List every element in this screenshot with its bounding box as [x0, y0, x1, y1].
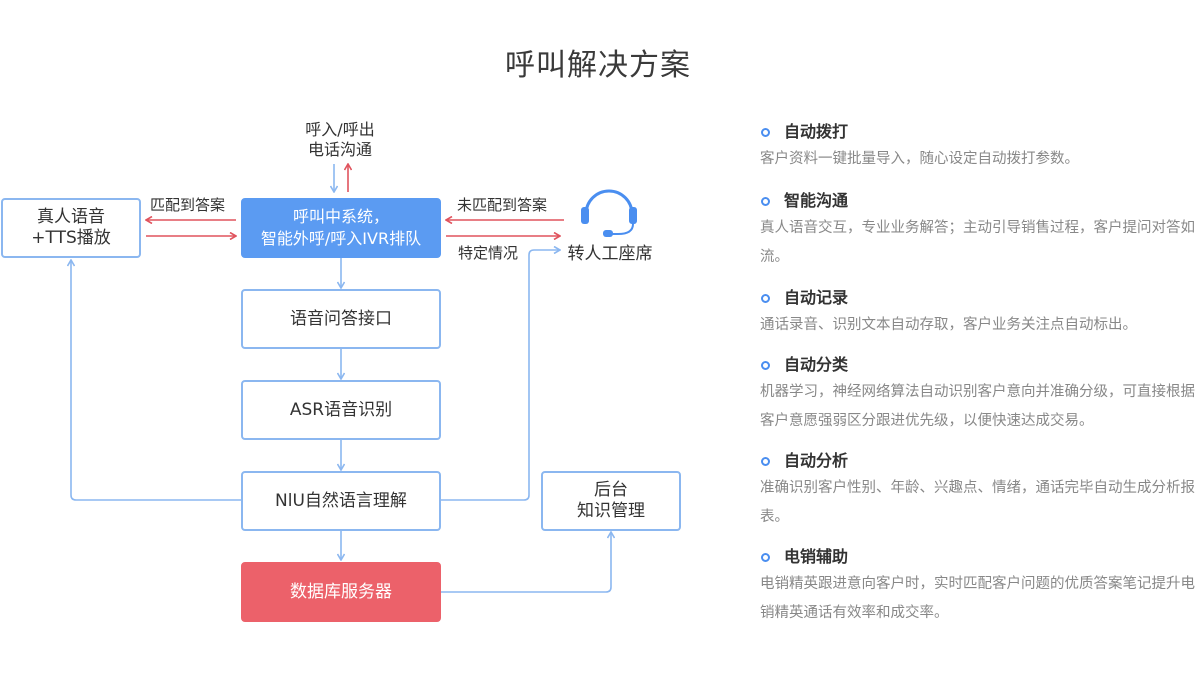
- real-voice-box: 真人语音 +TTS播放: [1, 198, 141, 258]
- feature-auto-dial: 自动拨打 客户资料一键批量导入，随心设定自动拨打参数。: [760, 122, 1079, 167]
- headset-icon: [581, 189, 637, 237]
- feature-auto-analysis: 自动分析 准确识别客户性别、年龄、兴趣点、情绪，通话完毕自动生成分析报表。: [760, 451, 1195, 525]
- bullet-icon: [761, 457, 770, 466]
- feature-auto-record: 自动记录 通话录音、识别文本自动存取，客户业务关注点自动标出。: [760, 288, 1137, 333]
- feature-auto-classify: 自动分类 机器学习，神经网络算法自动识别客户意向并准确分级，可直接根据客户意愿强…: [760, 355, 1195, 429]
- database-box: 数据库服务器: [241, 562, 441, 622]
- asr-box: ASR语音识别: [241, 380, 441, 440]
- agent-seat-label: 转人工座席: [567, 244, 653, 264]
- page-title: 呼叫解决方案: [505, 48, 691, 83]
- call-io-label: 呼入/呼出 电话沟通: [305, 120, 375, 159]
- label-matched: 匹配到答案: [150, 196, 226, 214]
- backend-box: 后台 知识管理: [541, 471, 681, 531]
- call-center-box: 呼叫中系统， 智能外呼/呼入IVR排队: [241, 198, 441, 258]
- bullet-icon: [761, 553, 770, 562]
- arrow-nlu-to-voice: [71, 260, 241, 501]
- arrow-nlu-to-agent: [441, 250, 560, 501]
- flow-connectors: [0, 0, 637, 593]
- label-unmatched: 未匹配到答案: [457, 196, 548, 214]
- bullet-icon: [761, 361, 770, 370]
- bullet-icon: [761, 197, 770, 206]
- voice-qa-box: 语音问答接口: [241, 289, 441, 349]
- bullet-icon: [761, 294, 770, 303]
- bullet-icon: [761, 128, 770, 137]
- nlu-box: NlU自然语言理解: [241, 471, 441, 531]
- label-special: 特定情况: [458, 244, 519, 262]
- feature-smart-communication: 智能沟通 真人语音交互，专业业务解答；主动引导销售过程，客户提问对答如流。: [760, 191, 1195, 265]
- feature-sales-assist: 电销辅助 电销精英跟进意向客户时，实时匹配客户问题的优质答案笔记提升电销精英通话…: [760, 547, 1195, 621]
- arrow-db-to-backend: [441, 532, 611, 593]
